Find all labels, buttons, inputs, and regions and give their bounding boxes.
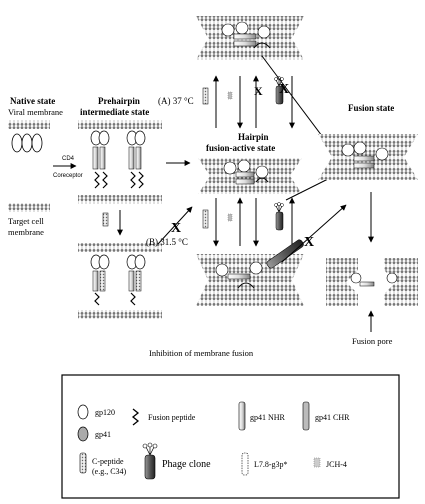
hairpin-state: Hairpin fusion-active state [198,132,302,194]
top-complex [196,16,304,60]
prehairpin-state: Prehairpin intermediate state [78,96,162,204]
fusion-peptide-icon [131,408,140,426]
target-membrane-blocked [78,310,162,319]
legend-gp41-chr: gp41 CHR [315,413,350,422]
hairpin-title: Hairpin [238,132,269,142]
prehairpin-blocked [78,243,162,319]
legend-jch4: JCH-4 [326,460,347,469]
legend-gp120: gp120 [95,408,115,417]
legend-gp41-nhr: gp41 NHR [250,413,286,422]
viral-membrane-blocked [78,243,162,252]
blocked-mark: X [171,221,181,236]
cd4-coreceptor-arrow: CD4 Coreceptor [53,156,83,179]
gp120-icon [77,404,89,420]
target-cell-label: Target cell [8,216,44,226]
gp41-chr-icon [302,401,310,431]
viral-membrane [8,120,50,129]
bottom-complex [196,239,304,306]
fusion-pore-label: Fusion pore [352,336,393,346]
prehairpin-inhibitor-arrow [102,210,123,236]
target-membrane-prehairpin [78,195,162,204]
native-state-title: Native state [10,96,55,106]
gp41-nhr-icon [238,401,246,431]
blocked-mark-a: X [254,84,263,98]
hairpin-complex [223,159,269,185]
prehairpin-title: Prehairpin [98,96,140,106]
c-peptide-icon [79,452,87,474]
legend-phage-clone: Phage clone [162,459,211,470]
fusion-state: Fusion state [318,103,418,180]
l78-icon [241,452,249,476]
native-state: Native state Viral membrane Target cell … [8,96,63,237]
prehairpin-complex-right [126,130,146,189]
inhibition-caption: Inhibition of membrane fusion [149,348,254,358]
cd4-label: CD4 [62,156,75,162]
gp41-icon [77,426,89,442]
fusion-state-title: Fusion state [348,103,394,113]
prehairpin-complex-left [90,130,110,189]
temperature-b-label: (B) 31.5 °C [146,237,188,247]
blocked-arrow-to-hairpin: X [157,206,193,245]
native-gp120-trimer [11,133,43,153]
legend-gp41: gp41 [95,430,111,439]
target-membrane-native [8,203,50,212]
temperature-a-label: (A) 37 °C [158,96,194,106]
hairpin-subtitle: fusion-active state [206,143,275,153]
legend-c-peptide-example: (e.g., C34) [92,467,127,476]
condition-b-arrows: (B) 31.5 °C [146,197,295,247]
blocked-mark-bottom: X [304,235,314,250]
viral-membrane-label: Viral membrane [8,107,63,117]
blocked-mark-top: X [279,82,289,97]
legend-c-peptide: C-peptide [92,457,124,466]
legend-fusion-peptide: Fusion peptide [148,413,196,422]
viral-membrane-prehairpin [78,120,162,129]
condition-a-arrows: X (A) 37 °C [158,75,295,129]
fusion-pore-state: Fusion pore [326,258,418,346]
coreceptor-label: Coreceptor [53,173,83,179]
legend-l78: L7.8-g3p* [254,460,288,469]
prehairpin-subtitle: intermediate state [80,107,149,117]
target-membrane-label: membrane [8,227,44,237]
phage-clone-icon [142,442,158,480]
legend-box [61,374,400,499]
jch4-icon [313,457,321,468]
legend: gp120 gp41 Fusion peptide gp41 NHR gp41 … [61,374,400,499]
